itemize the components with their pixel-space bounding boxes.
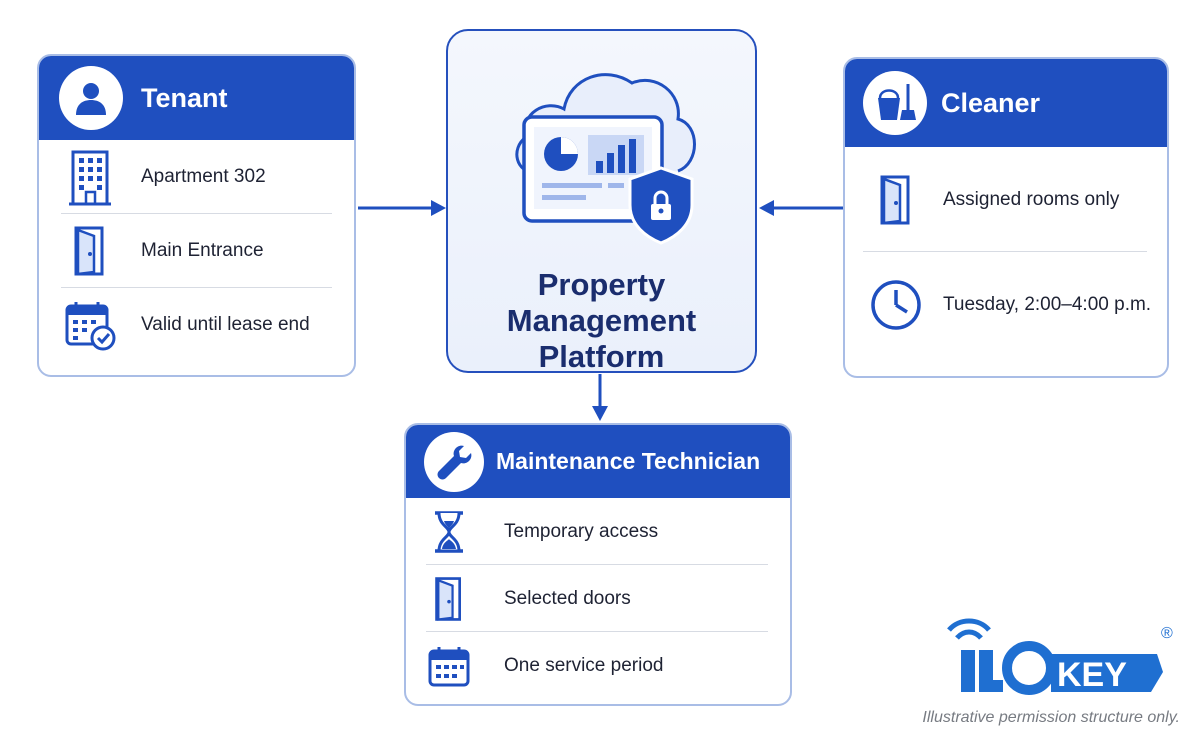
- arrow-cleaner-to-platform: [759, 200, 843, 216]
- arrow-tenant-to-platform: [358, 200, 446, 216]
- tenant-card: Tenant Apartment 302: [37, 54, 356, 377]
- logo-text: KEY: [1057, 656, 1127, 694]
- maintenance-header: Maintenance Technician: [406, 425, 790, 498]
- cleaner-rooms: Assigned rooms only: [943, 188, 1120, 210]
- door-icon: [426, 576, 472, 622]
- platform-title: Property Management Platform: [448, 267, 755, 375]
- tenant-door: Main Entrance: [141, 240, 264, 261]
- cleaner-header: Cleaner: [845, 59, 1167, 147]
- platform-title-line1: Property: [537, 267, 666, 302]
- wrench-icon: [424, 431, 484, 492]
- list-item: Selected doors: [406, 565, 790, 632]
- list-item: Temporary access: [406, 498, 790, 565]
- cleaner-title: Cleaner: [941, 87, 1041, 118]
- list-item: One service period: [406, 632, 790, 699]
- calendar-icon: [426, 643, 472, 689]
- list-item: Tuesday, 2:00–4:00 p.m.: [845, 252, 1167, 357]
- list-item: Main Entrance: [39, 214, 354, 288]
- divider: [61, 213, 332, 214]
- building-icon: [61, 148, 119, 206]
- platform-title-line2: Management: [506, 303, 697, 338]
- hourglass-icon: [426, 509, 472, 555]
- tenant-title: Tenant: [141, 82, 228, 113]
- divider: [426, 631, 768, 632]
- platform-title-line3: Platform: [538, 339, 665, 374]
- divider: [863, 251, 1147, 252]
- caption: Illustrative permission structure only.: [922, 709, 1180, 726]
- door-icon: [867, 171, 925, 229]
- divider: [426, 564, 768, 565]
- maintenance-title: Maintenance Technician: [496, 448, 761, 474]
- person-icon: [59, 66, 123, 130]
- list-item: Valid until lease end: [39, 288, 354, 362]
- ilockey-logo: KEY ®: [947, 618, 1173, 695]
- list-item: Apartment 302: [39, 140, 354, 214]
- cleaner-card: Cleaner Assigned rooms only Tuesday, 2:0…: [843, 57, 1169, 378]
- tenant-validity: Valid until lease end: [141, 314, 310, 335]
- bucket-broom-icon: [863, 71, 927, 135]
- maintenance-access: Temporary access: [504, 520, 659, 542]
- maintenance-card: Maintenance Technician Temporary access …: [404, 423, 792, 706]
- tenant-header: Tenant: [39, 56, 354, 140]
- platform-card: Property Management Platform: [446, 29, 757, 375]
- list-item: Assigned rooms only: [845, 147, 1167, 252]
- maintenance-period: One service period: [504, 654, 664, 676]
- cleaner-schedule: Tuesday, 2:00–4:00 p.m.: [943, 293, 1152, 315]
- clock-icon: [867, 276, 925, 334]
- arrow-platform-to-maintenance: [592, 374, 608, 421]
- cloud-dashboard-lock-icon: [515, 73, 696, 245]
- maintenance-doors: Selected doors: [504, 587, 631, 609]
- calendar-check-icon: [61, 296, 119, 354]
- logo-registered: ®: [1161, 625, 1173, 642]
- door-icon: [61, 222, 119, 280]
- tenant-unit: Apartment 302: [141, 166, 266, 187]
- divider: [61, 287, 332, 288]
